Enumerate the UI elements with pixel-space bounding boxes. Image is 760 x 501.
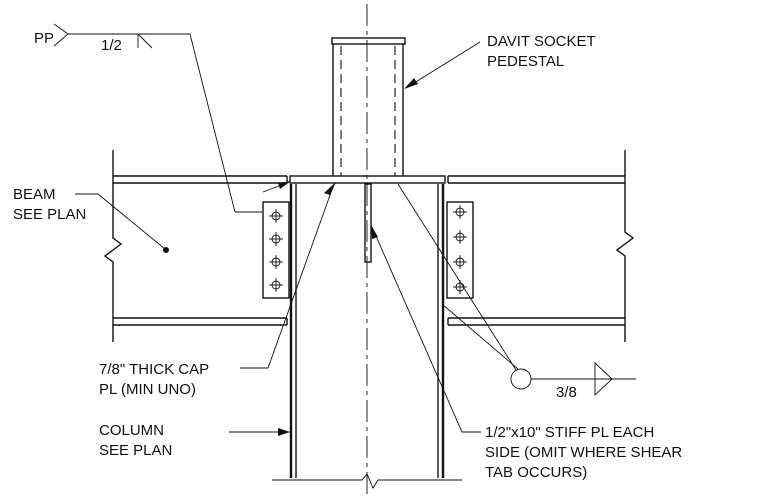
label-stiffener-line2: SIDE (OMIT WHERE SHEAR: [485, 444, 682, 461]
weld-symbol-top: [53, 23, 262, 213]
stiffener-plate: [364, 183, 372, 263]
label-column-line2: SEE PLAN: [99, 442, 172, 459]
label-cap-line1: 7/8" THICK CAP: [99, 361, 209, 378]
label-davit-line2: PEDESTAL: [487, 53, 564, 70]
beam-right: [447, 150, 635, 342]
label-stiffener-line1: 1/2"x10" STIFF PL EACH: [485, 424, 654, 441]
label-stiffener-line3: TAB OCCURS): [485, 464, 587, 481]
label-column-line1: COLUMN: [99, 422, 164, 439]
leader-cap: [240, 182, 336, 369]
label-beam-line2: SEE PLAN: [13, 206, 86, 223]
leader-cap-weld: [262, 181, 291, 193]
leader-column: [229, 428, 290, 436]
label-davit-line1: DAVIT SOCKET: [487, 33, 596, 50]
bolt-group-right: [453, 205, 467, 294]
cap-plate: [289, 175, 446, 184]
beam-left: [103, 150, 288, 342]
leader-stiffener: [371, 225, 481, 433]
label-beam-line1: BEAM: [13, 186, 56, 203]
shear-tab-left: [262, 201, 290, 299]
label-cap-line2: PL (MIN UNO): [99, 381, 196, 398]
davit-socket-pedestal: [331, 37, 406, 176]
label-weld-size-top: 1/2: [101, 37, 122, 54]
label-pp: PP: [34, 30, 54, 47]
bolt-group-left: [269, 209, 283, 292]
leader-davit: [404, 41, 481, 89]
leader-beam: [75, 193, 169, 253]
column: [272, 184, 462, 489]
label-weld-size-right: 3/8: [556, 384, 577, 401]
weld-symbol-right: [397, 183, 636, 397]
shear-tab-right: [446, 201, 474, 299]
